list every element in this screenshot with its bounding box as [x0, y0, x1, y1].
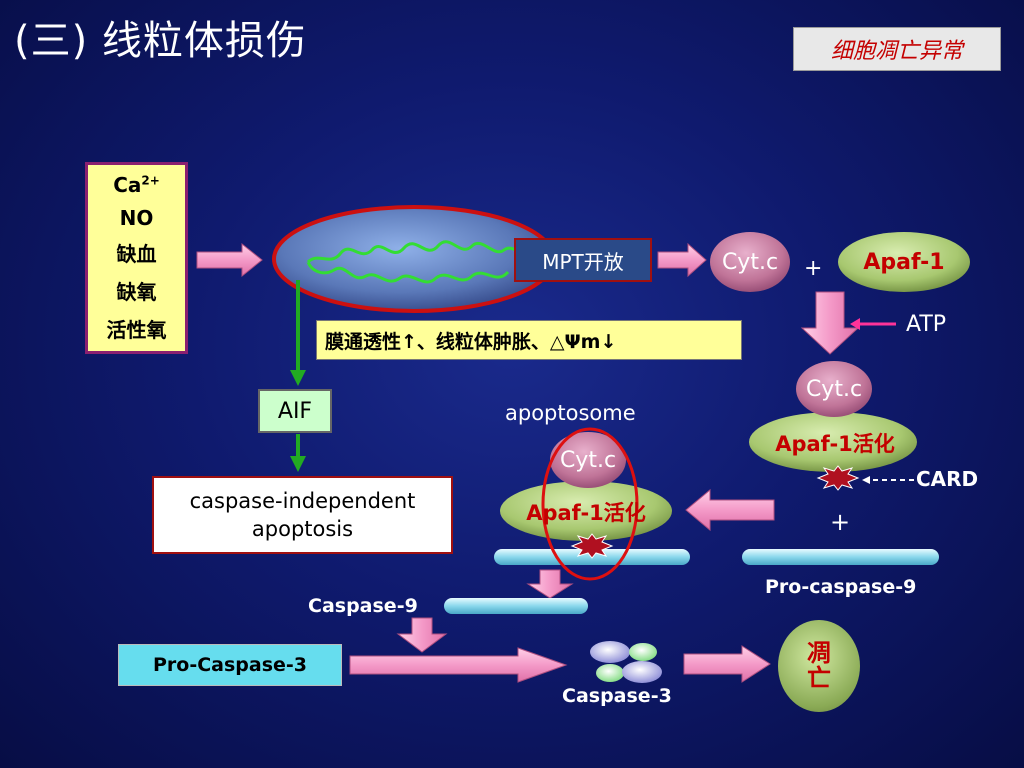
apaf1-ellipse [838, 232, 970, 292]
topic-badge: 细胞凋亡异常 [793, 27, 1001, 71]
apoptosome-cytc-label: Cyt.c [559, 447, 617, 473]
mito-cristae [306, 240, 535, 284]
caspase3-blob-3 [596, 664, 624, 682]
pro-caspase9-label: Pro-caspase-9 [765, 576, 917, 598]
caspase9-tube [444, 598, 588, 614]
arrow-mpt-to-cytc [657, 242, 707, 278]
stressor-list: Ca2+ NO 缺血 缺氧 活性氧 [85, 162, 188, 354]
stressor-hypoxia: 缺氧 [116, 280, 157, 305]
apoptosis-char-2: 亡 [807, 664, 831, 692]
cytc-ellipse [710, 232, 790, 292]
plus-sign-2: + [830, 508, 851, 536]
arrow-to-caspase9 [526, 569, 574, 599]
stressor-ros: 活性氧 [106, 317, 167, 342]
plus-sign-1: + [804, 256, 823, 281]
stressor-ca: Ca2+ [113, 173, 160, 198]
caspase3-blob-1 [590, 641, 630, 663]
apaf-active-label: Apaf-1活化 [775, 432, 895, 456]
apoptosome-cytc-ellipse [550, 432, 626, 488]
apaf-active-ellipse [749, 412, 917, 472]
cytc-label-2: Cyt.c [805, 376, 863, 402]
caspase-independent-box: caspase-independent apoptosis [152, 476, 453, 554]
caspase9-label: Caspase-9 [308, 595, 418, 617]
arrow-stress-to-mito [196, 242, 263, 278]
arrow-to-apoptosome [685, 488, 775, 532]
mpt-open-label: MPT开放 [514, 238, 652, 282]
apoptosome-apaf-label: Apaf-1活化 [526, 501, 646, 525]
caspase3-label: Caspase-3 [562, 685, 672, 707]
apaf1-label: Apaf-1 [863, 249, 945, 275]
aif-box: AIF [258, 389, 332, 433]
atp-label: ATP [906, 312, 947, 337]
cytc-label: Cyt.c [721, 249, 779, 275]
card-starburst [816, 465, 860, 491]
caspase3-blob-4 [622, 661, 662, 683]
arrow-to-apaf-active [800, 291, 860, 355]
caspase3-blob-2 [629, 643, 657, 661]
permeability-label: 膜通透性↑、线粒体肿胀、△Ψm↓ [316, 320, 742, 360]
arrow-caspase9-down [396, 617, 448, 653]
caspase-independent-line-2: apoptosis [251, 517, 354, 541]
stressor-no: NO [119, 205, 154, 230]
apoptosome-label: apoptosome [505, 401, 636, 425]
page-title: (三) 线粒体损伤 [14, 18, 307, 64]
cytc-ellipse-2 [796, 361, 872, 417]
apoptosis-char-1: 凋 [807, 638, 831, 667]
arrow-to-apoptosis [683, 645, 771, 683]
caspase-independent-line-1: caspase-independent [189, 488, 416, 513]
arrow-to-caspase3 [349, 647, 568, 683]
pro-caspase9-tube [742, 549, 939, 565]
apoptosome-starburst [570, 533, 614, 559]
apoptosis-circle: 凋 亡 [778, 620, 860, 712]
pro-caspase3-box: Pro-Caspase-3 [118, 644, 342, 686]
card-label: CARD [916, 467, 979, 491]
stressor-ischemia: 缺血 [116, 242, 157, 267]
apoptosome-highlight [541, 427, 639, 581]
